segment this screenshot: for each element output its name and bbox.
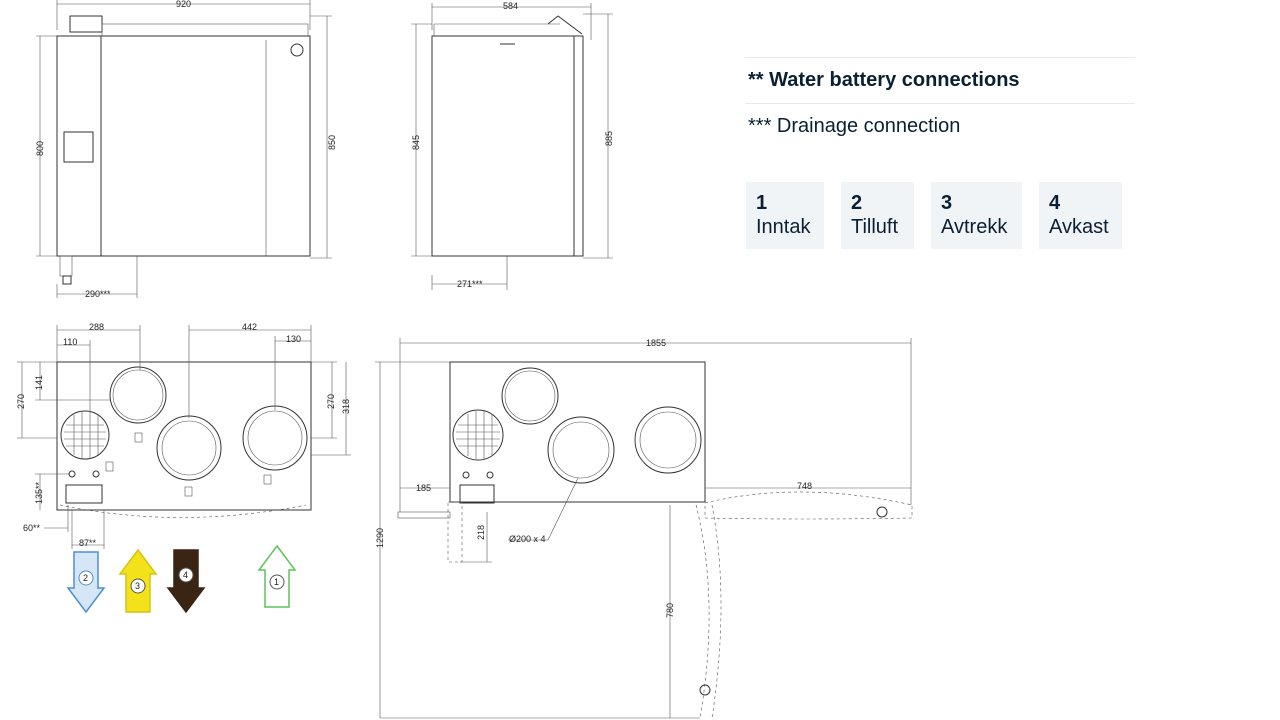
connection-number: 1	[756, 192, 768, 214]
note-water-battery: ** Water battery connections	[745, 57, 1135, 103]
dim-service-185: 185	[416, 483, 431, 493]
dim-side-drain: 271***	[457, 279, 483, 289]
front-view: 920 800 850 290***	[35, 0, 337, 299]
dim-front-height: 800	[35, 141, 45, 156]
dim-top-135: 135**	[34, 481, 44, 504]
dim-top-130: 130	[286, 334, 301, 344]
service-view: 1855 185 748 1290 218 780 Ø200 x 4	[375, 338, 913, 719]
dim-side-total-height: 885	[604, 131, 614, 146]
airflow-arrows: 2 3 4 1	[66, 544, 297, 614]
dim-service-748: 748	[797, 481, 812, 491]
dim-top-318: 318	[341, 399, 351, 414]
connection-number: 2	[851, 192, 863, 214]
connection-label: Inntak	[756, 216, 811, 238]
dim-top-288: 288	[89, 322, 104, 332]
connection-card-1: 1 Inntak	[746, 182, 824, 249]
dim-top-270-right: 270	[326, 394, 336, 409]
dim-top-87: 87**	[79, 538, 97, 548]
dim-front-width: 920	[176, 0, 191, 9]
service-coil-hatch	[456, 411, 500, 459]
arrow-2-down-icon: 2	[66, 551, 106, 614]
dim-service-1855: 1855	[646, 338, 666, 348]
arrow-4-down-icon: 4	[166, 549, 206, 614]
top-view: 288 442 110 130 141 270 270 318 135** 60…	[16, 322, 351, 549]
connection-label: Avkast	[1049, 216, 1109, 238]
dim-top-442: 442	[242, 322, 257, 332]
connection-card-2: 2 Tilluft	[841, 182, 914, 249]
connection-number: 3	[941, 192, 953, 214]
connection-label: Avtrekk	[941, 216, 1008, 238]
dim-front-drain: 290***	[85, 289, 111, 299]
dim-side-height: 845	[411, 135, 421, 150]
side-view: 584 845 885 271***	[411, 1, 614, 290]
dim-top-110: 110	[63, 337, 77, 347]
note-drainage: *** Drainage connection	[745, 103, 1135, 149]
notes-legend: ** Water battery connections *** Drainag…	[745, 57, 1135, 149]
connection-label: Tilluft	[851, 216, 899, 238]
arrow-3-number: 3	[135, 581, 140, 591]
dim-front-total-height: 850	[327, 135, 337, 150]
dim-top-60: 60**	[23, 523, 41, 533]
dim-side-width: 584	[503, 1, 518, 11]
water-battery-coil-hatch	[64, 412, 106, 458]
dim-service-218: 218	[476, 525, 486, 540]
dim-service-780: 780	[665, 603, 675, 618]
arrow-2-number: 2	[83, 573, 88, 583]
arrow-3-up-icon: 3	[118, 548, 158, 613]
arrow-1-number: 1	[274, 577, 279, 587]
arrow-1-up-icon: 1	[257, 544, 297, 608]
connection-number: 4	[1049, 192, 1061, 214]
dim-top-270-left: 270	[16, 394, 26, 409]
dim-service-1290: 1290	[375, 528, 385, 548]
arrow-4-number: 4	[183, 570, 188, 580]
connection-card-3: 3 Avtrekk	[931, 182, 1022, 249]
dim-service-duct: Ø200 x 4	[509, 534, 546, 544]
connection-card-4: 4 Avkast	[1039, 182, 1122, 249]
dim-top-141: 141	[34, 375, 44, 390]
